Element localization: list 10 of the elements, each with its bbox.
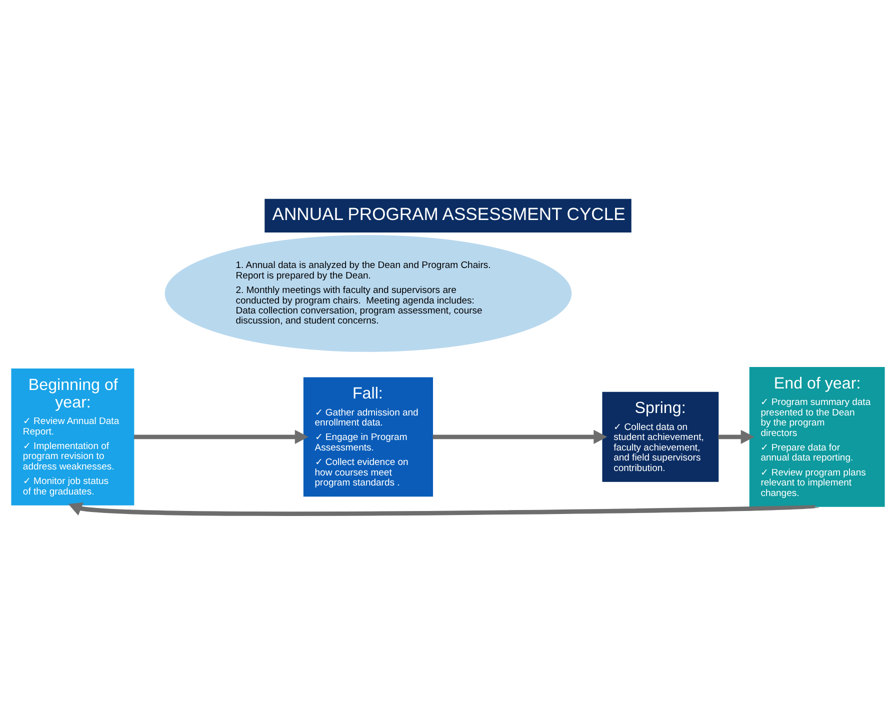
node-box: Beginning of year: ✓ Review Annual Data Report. ✓ Implementation of program revision to address weaknesses. ✓ Monitor job status of the graduates. <box>11 368 134 505</box>
node-box: Fall: ✓ Gather admission and enrollment data. ✓ Engage in Program Assessments. ✓ Collect evidence on how courses meet program standards . <box>303 376 433 496</box>
arrow <box>68 502 818 516</box>
diagram-title: ANNUAL PROGRAM ASSESSMENT CYCLE <box>272 204 626 224</box>
node-ellipse: 1. Annual data is analyzed by the Dean and Program Chairs. Report is prepared by the Dean. 2. Monthly meetings with faculty and supervisors are conducted by program chairs. Meeting agenda includes: Data collection conversation, program assessment, course discussion, and student concerns. <box>164 234 572 352</box>
arrow <box>432 429 608 444</box>
arrow <box>134 429 308 444</box>
arrow <box>718 429 754 444</box>
node-box: End of year: ✓ Program summary data presented to the Dean by the program directors ✓ Prepare data for annual data reporting. ✓ Review program plans relevant to implement changes. <box>749 366 885 506</box>
node-box: Spring: ✓ Collect data on student achievement, faculty achievement, and field supervisors contribution. <box>602 391 719 482</box>
